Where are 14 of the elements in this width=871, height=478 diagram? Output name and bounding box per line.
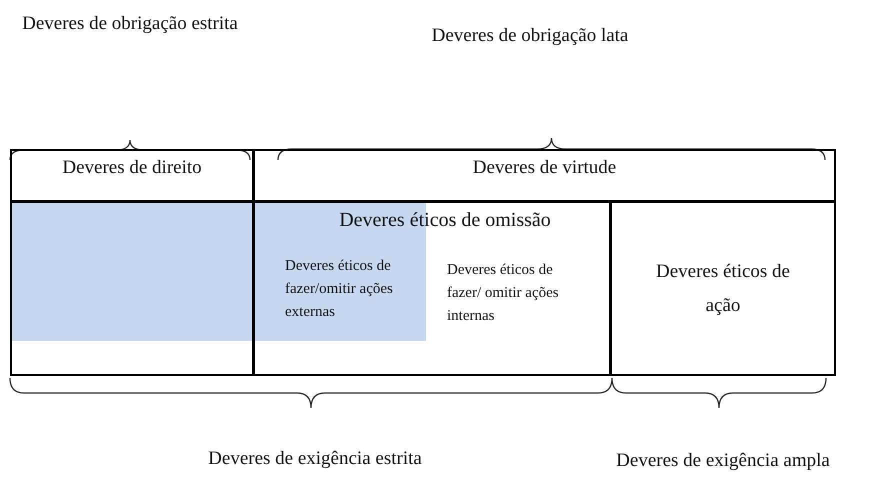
cell-text: Deveres éticos de fazer/omitir ações externas — [285, 257, 394, 322]
cell-heading: Deveres de virtude — [472, 157, 616, 178]
cell-text: Deveres éticos de fazer/ omitir ações internas — [447, 261, 560, 326]
brace-label: Deveres de obrigação estrita — [21, 12, 239, 36]
cell-heading: Deveres de direito — [62, 157, 202, 178]
brace-label: Deveres de obrigação lata — [430, 24, 630, 48]
cell-text: Deveres éticos de ação — [655, 260, 791, 318]
brace-label: Deveres de exigência estrita — [207, 447, 423, 471]
brace-label: Deveres de exigência ampla — [615, 449, 831, 473]
table-cell — [253, 149, 836, 202]
cell-heading: Deveres éticos de omissão — [338, 208, 552, 233]
table-cell — [10, 149, 254, 202]
table-cell — [253, 201, 611, 376]
table-cell — [610, 201, 836, 376]
